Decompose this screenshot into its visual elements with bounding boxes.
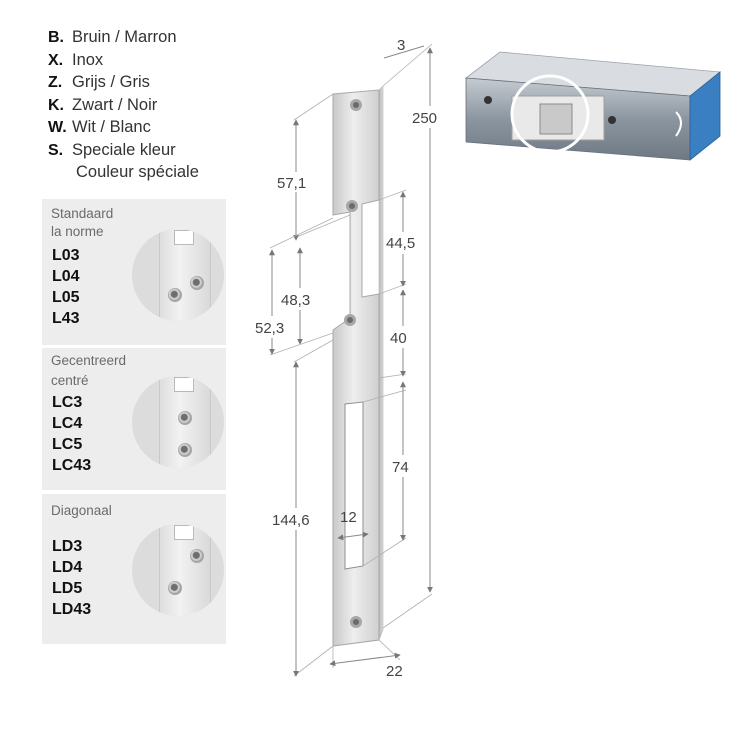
variant-code: LC4 bbox=[52, 415, 83, 432]
variant-label: Gecentreerd bbox=[51, 353, 127, 368]
legend-code: S. bbox=[48, 141, 64, 159]
screw-icon bbox=[608, 116, 616, 124]
dimension-top-section: 57,1 bbox=[274, 93, 351, 241]
screw-icon bbox=[484, 96, 492, 104]
legend-label: Bruin / Marron bbox=[72, 28, 177, 46]
variant-label: centré bbox=[51, 373, 89, 388]
dimension-slot-length: 74 bbox=[362, 381, 416, 567]
legend-item-inox: X. Inox bbox=[48, 51, 199, 74]
dimension-total-length: 250 bbox=[382, 43, 448, 629]
variant-code: LC5 bbox=[52, 436, 83, 453]
dimension-left-span: 52,3 bbox=[253, 217, 334, 356]
dimension-lower-section: 144,6 bbox=[270, 339, 334, 677]
latch-slot bbox=[174, 377, 194, 392]
strike-plate-thumbnail bbox=[132, 376, 224, 468]
dimension-slot-width: 12 bbox=[337, 509, 369, 541]
strike-plate-image bbox=[159, 376, 211, 468]
dim-label-left-span: 52,3 bbox=[255, 320, 284, 337]
legend-label: Inox bbox=[72, 50, 104, 69]
dimension-step-width: 44,5 bbox=[378, 189, 424, 295]
legend-label: Speciale kleur bbox=[72, 140, 176, 159]
legend-extra-label: Couleur spéciale bbox=[76, 163, 199, 181]
latch-slot bbox=[174, 230, 194, 245]
legend-code: X. bbox=[48, 51, 64, 69]
legend-label: Zwart / Noir bbox=[72, 95, 158, 114]
variant-codes: LD3 LD4 LD5 LD43 bbox=[52, 536, 91, 620]
dimension-mid-offset: 48,3 bbox=[279, 247, 319, 345]
legend-label: Grijs / Gris bbox=[72, 73, 150, 91]
variant-label: la norme bbox=[51, 224, 104, 239]
variant-code: LD5 bbox=[52, 580, 83, 597]
dim-label-top-section: 57,1 bbox=[277, 175, 306, 192]
dim-label-mid-offset: 48,3 bbox=[281, 292, 310, 309]
color-legend: B. Bruin / Marron X. Inox Z. Grijs / Gri… bbox=[48, 28, 199, 186]
dimension-mid-section: 40 bbox=[378, 289, 414, 379]
dim-label-lower-section: 144,6 bbox=[272, 512, 310, 529]
legend-code: Z. bbox=[48, 74, 63, 91]
lock-end-cap bbox=[689, 71, 721, 161]
dim-label-total: 250 bbox=[412, 110, 437, 127]
latch-slot bbox=[174, 525, 194, 540]
dimension-thickness: 3 bbox=[383, 37, 425, 59]
screw-hole-icon bbox=[168, 581, 182, 595]
dim-label-plate-width: 22 bbox=[386, 663, 403, 680]
dim-label-thickness: 3 bbox=[397, 37, 405, 54]
strike-plate-thumbnail bbox=[132, 229, 224, 321]
screw-hole-icon bbox=[350, 99, 362, 111]
highlight-circle bbox=[510, 74, 590, 154]
variant-panel-diagonal: Diagonaal LD3 LD4 LD5 LD43 bbox=[42, 494, 226, 644]
variant-code: LC43 bbox=[52, 457, 92, 474]
dim-label-mid-section: 40 bbox=[390, 330, 407, 347]
dim-label-slot-width: 12 bbox=[340, 509, 357, 526]
screw-hole-icon bbox=[190, 549, 204, 563]
lock-latch bbox=[539, 103, 573, 135]
dim-label-step: 44,5 bbox=[386, 235, 415, 252]
variant-code: LD43 bbox=[52, 601, 92, 618]
legend-item-bruin: B. Bruin / Marron bbox=[48, 28, 199, 51]
dim-label-slot-length: 74 bbox=[392, 459, 409, 476]
variant-panel-centered: Gecentreerd centré LC3 LC4 LC5 LC43 bbox=[42, 348, 226, 490]
legend-item-zwart: K. Zwart / Noir bbox=[48, 96, 199, 119]
strike-plate bbox=[332, 85, 384, 647]
legend-label: Wit / Blanc bbox=[72, 118, 151, 136]
screw-hole-icon bbox=[190, 276, 204, 290]
variant-label: Diagonaal bbox=[51, 503, 112, 518]
variant-code: LD4 bbox=[52, 559, 83, 576]
legend-code: K. bbox=[48, 96, 64, 114]
variant-code: L03 bbox=[52, 247, 80, 264]
strike-plate-thumbnail bbox=[132, 524, 224, 616]
variant-code: LC3 bbox=[52, 394, 83, 411]
legend-item-speciale: S. Speciale kleur bbox=[48, 141, 199, 164]
strike-plate-image bbox=[159, 524, 211, 616]
electric-lock-image bbox=[464, 51, 722, 161]
plate-edge bbox=[378, 85, 384, 641]
screw-hole-icon bbox=[178, 411, 192, 425]
legend-code: W. bbox=[48, 119, 67, 136]
variant-code: L05 bbox=[52, 289, 80, 306]
legend-item-grijs: Z. Grijs / Gris bbox=[48, 73, 199, 96]
variant-codes: LC3 LC4 LC5 LC43 bbox=[52, 392, 91, 476]
legend-code: B. bbox=[48, 29, 64, 46]
variant-code: L04 bbox=[52, 268, 80, 285]
dimension-plate-width: 22 bbox=[329, 639, 403, 680]
variant-code: LD3 bbox=[52, 538, 83, 555]
variant-codes: L03 L04 L05 L43 bbox=[52, 245, 80, 329]
latch-slot bbox=[344, 401, 364, 570]
screw-hole-icon bbox=[350, 616, 362, 628]
variant-code: L43 bbox=[52, 310, 80, 327]
legend-item-wit: W. Wit / Blanc bbox=[48, 118, 199, 141]
screw-hole-icon bbox=[344, 314, 356, 326]
screw-hole-icon bbox=[178, 443, 192, 457]
variant-label: Standaard bbox=[51, 206, 114, 221]
screw-hole-icon bbox=[346, 200, 358, 212]
screw-hole-icon bbox=[168, 288, 182, 302]
variant-panel-standard: Standaard la norme L03 L04 L05 L43 bbox=[42, 199, 226, 345]
strike-plate-image bbox=[159, 229, 211, 321]
